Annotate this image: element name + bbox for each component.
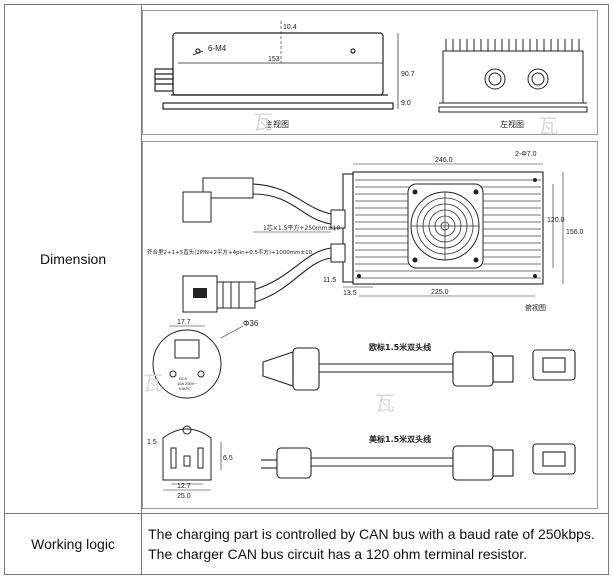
cable-top-note: 1芯×1.5平方+250mm±10 [263,224,340,232]
eu-cable-label: 欧标1.5米双头线 [369,342,431,352]
watermark-c: 瓦 [143,373,163,395]
left-view-label: 左视图 [500,119,524,129]
watermark-a: 瓦 [253,112,273,134]
dim-156: 156.0 [566,229,584,236]
top-view-svg: 246.0 2-Φ7.0 156.0 120.0 225.0 11.5 13.5… [143,151,584,500]
front-view-label: 主视图 [265,119,289,129]
working-logic-text-cell: The charging part is controlled by CAN b… [141,513,609,575]
dim-120: 120.0 [547,217,565,224]
connector-badge [193,287,208,298]
width-label: 153 [268,56,280,63]
dimension-row: Dimension [3,4,609,514]
front-left-view-svg: 6-M4 153 10.4 90.7 9.0 主视图 [154,20,588,135]
us-cable-label: 美标1.5米双头线 [369,434,431,444]
front-left-view-drawing: 6-M4 153 10.4 90.7 9.0 主视图 [142,9,599,135]
working-logic-row: Working logic The charging part is contr… [3,513,609,575]
height-b-label: 90.7 [401,71,415,78]
us-dim-4: 25.0 [177,493,191,500]
dim-13-5: 13.5 [343,290,357,297]
working-logic-label: Working logic [31,536,115,552]
dimension-image-cell: 6-M4 153 10.4 90.7 9.0 主视图 [141,4,609,514]
watermark-b: 瓦 [538,116,558,135]
dimension-label: Dimension [39,251,107,267]
height-a-label: 10.4 [283,24,297,31]
watermark-d: 瓦 [375,393,395,415]
base-offset-label: 9.0 [401,100,411,107]
view-label: 俯视图 [525,303,546,312]
us-dim-1: 1.5 [147,439,157,446]
plug-width: 17.7 [177,319,191,326]
us-dim-3: 12.7 [177,483,191,490]
working-logic-label-cell: Working logic [3,513,143,575]
us-dim-2: 6.5 [223,455,233,462]
fan-guard-rings [411,191,480,260]
dim-11-5: 11.5 [323,277,336,284]
dim-225: 225.0 [431,289,449,296]
working-logic-text: The charging part is controlled by CAN b… [148,526,595,562]
cable-bottom-note: 芥合里2+1+5直头(2PIN+2平方+4pin+0.5平方)+1000mm±1… [147,248,313,256]
hole-label: 6-M4 [208,44,227,53]
dimension-label-cell: Dimension [3,4,143,514]
dim-246: 246.0 [435,157,453,164]
plug-diameter: Φ36 [243,319,259,328]
heatsink-fins [445,38,580,51]
dim-2-phi-7: 2-Φ7.0 [515,151,537,158]
top-view-drawing: 246.0 2-Φ7.0 156.0 120.0 225.0 11.5 13.5… [142,140,599,509]
spec-table: Dimension [3,4,609,575]
